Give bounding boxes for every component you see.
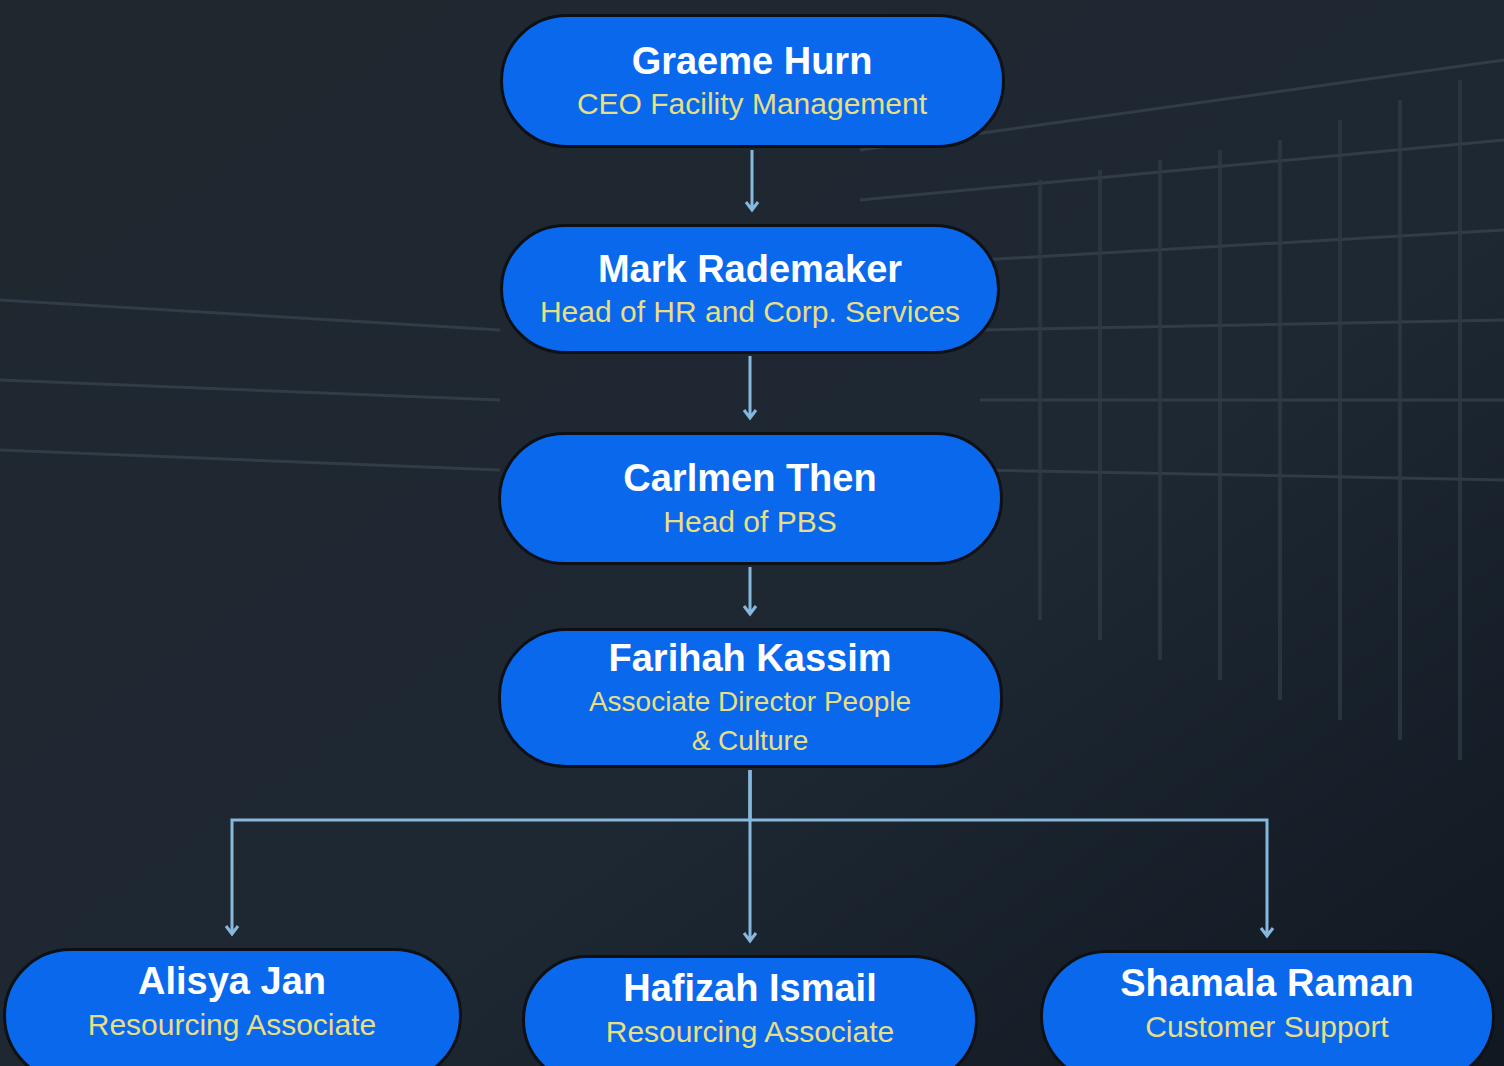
job-title: Associate Director People & Culture — [585, 682, 915, 760]
head-box: Carlmen ThenHead of PBS — [498, 432, 1003, 565]
job-title: Head of HR and Corp. Services — [540, 292, 960, 331]
person-name: Graeme Hurn — [632, 39, 873, 85]
director-box: Farihah KassimAssociate Director People … — [498, 628, 1003, 768]
staff-box: Hafizah IsmailResourcing Associate — [522, 955, 978, 1066]
person-name: Hafizah Ismail — [623, 966, 876, 1012]
head-box: Mark RademakerHead of HR and Corp. Servi… — [500, 224, 1000, 354]
staff-box: Shamala RamanCustomer Support — [1040, 950, 1495, 1066]
job-title: CEO Facility Management — [577, 84, 927, 123]
reporting-line — [226, 770, 750, 934]
person-name: Mark Rademaker — [598, 247, 902, 293]
person-name: Carlmen Then — [623, 456, 876, 502]
job-title: Resourcing Associate — [606, 1012, 895, 1051]
reporting-line — [746, 150, 758, 210]
person-name: Alisya Jan — [138, 959, 326, 1005]
ceo-box: Graeme HurnCEO Facility Management — [500, 14, 1005, 148]
reporting-line — [744, 356, 756, 418]
person-name: Farihah Kassim — [609, 636, 892, 682]
person-name: Shamala Raman — [1120, 961, 1414, 1007]
reporting-line — [750, 770, 1273, 936]
job-title: Head of PBS — [663, 502, 836, 541]
job-title: Resourcing Associate — [88, 1005, 377, 1044]
staff-box: Alisya JanResourcing Associate — [3, 948, 462, 1066]
reporting-line — [744, 567, 756, 614]
job-title: Customer Support — [1145, 1007, 1388, 1046]
